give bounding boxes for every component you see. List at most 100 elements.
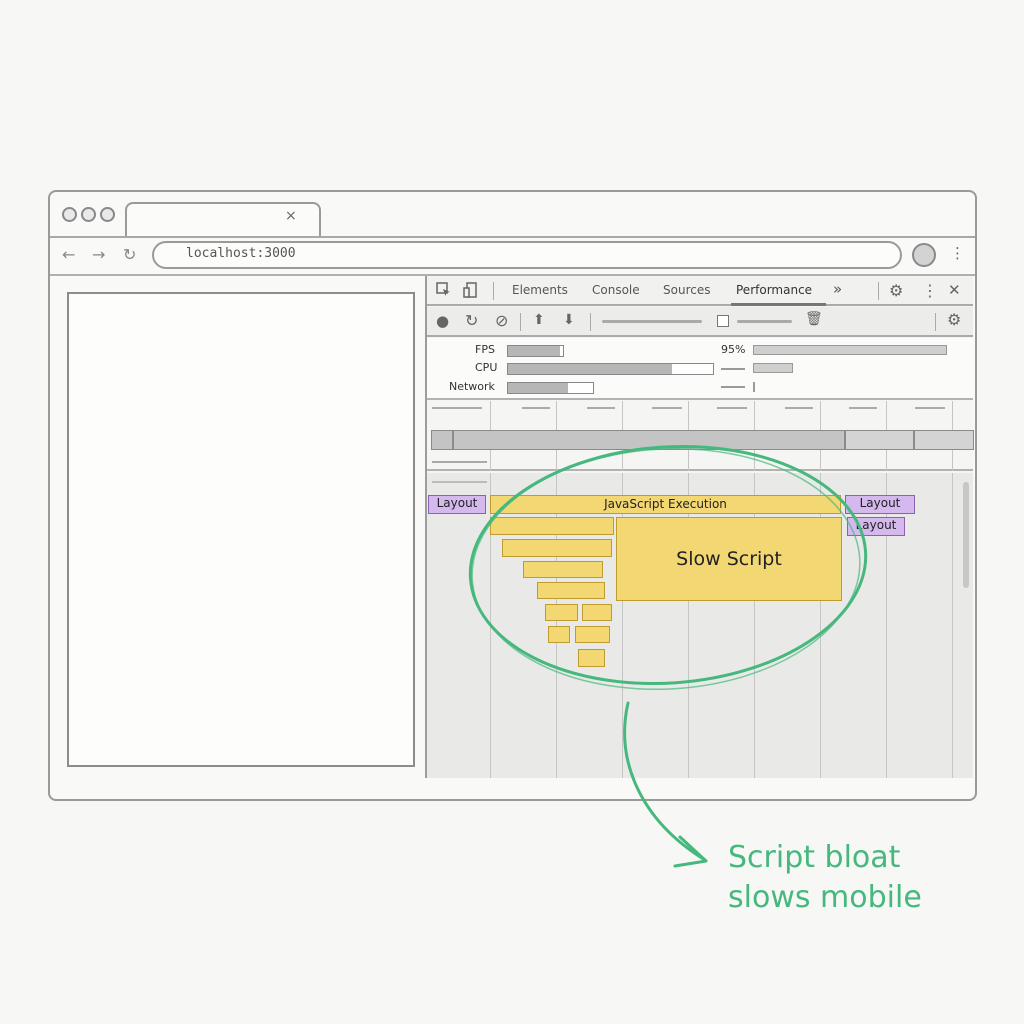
highlight-circle-stroke bbox=[471, 447, 861, 691]
devtools-tabbar: Elements Console Sources Performance » ⚙… bbox=[427, 277, 973, 306]
performance-toolbar: ● ↻ ⊘ ⬆ ⬇ 🗑 ⚙ bbox=[427, 307, 973, 337]
more-tabs-icon[interactable]: » bbox=[833, 280, 843, 298]
fps-meter bbox=[507, 345, 564, 357]
overview-activity-bar bbox=[914, 430, 974, 450]
annotation-arrowhead bbox=[673, 835, 708, 868]
tabbar-separator bbox=[493, 282, 494, 300]
network-summary-dash bbox=[721, 386, 745, 388]
flame-chart[interactable]: Layout JavaScript Execution Layout Layou… bbox=[427, 473, 973, 778]
annotation-line-1: Script bloat bbox=[728, 840, 901, 875]
script-call-block[interactable] bbox=[490, 517, 614, 535]
ruler-tick bbox=[849, 407, 877, 409]
tabstrip-divider bbox=[50, 236, 975, 238]
slow-script-label: Slow Script bbox=[676, 548, 782, 570]
trash-icon[interactable]: 🗑 bbox=[805, 311, 823, 327]
track-label-placeholder bbox=[432, 481, 487, 483]
forward-icon[interactable]: → bbox=[92, 245, 106, 264]
ruler-tick bbox=[785, 407, 813, 409]
flame-gridline bbox=[820, 473, 821, 778]
fps-label: FPS bbox=[475, 343, 495, 356]
screenshots-checkbox[interactable] bbox=[717, 315, 729, 327]
record-icon[interactable]: ● bbox=[436, 312, 450, 330]
script-call-block[interactable] bbox=[575, 626, 610, 643]
fps-summary-bar bbox=[753, 345, 947, 355]
overview-handle-left[interactable] bbox=[431, 430, 453, 450]
tab-performance[interactable]: Performance bbox=[736, 283, 813, 297]
ruler-tick bbox=[587, 407, 615, 409]
fps-percent: 95% bbox=[721, 343, 746, 356]
script-call-block[interactable] bbox=[582, 604, 612, 621]
flame-gridline bbox=[754, 473, 755, 778]
flame-gridline bbox=[622, 473, 623, 778]
flame-scrollbar[interactable] bbox=[963, 482, 969, 588]
devtools-menu-icon[interactable]: ⋮ bbox=[922, 281, 938, 300]
checkbox-label-placeholder bbox=[737, 320, 792, 323]
url-text: localhost:3000 bbox=[186, 246, 296, 261]
device-toolbar-icon[interactable] bbox=[463, 282, 479, 302]
script-call-block[interactable] bbox=[502, 539, 612, 557]
fps-meter-fill bbox=[508, 346, 561, 356]
cpu-summary-dash bbox=[721, 368, 745, 370]
ruler-tick bbox=[915, 407, 945, 409]
browser-tab[interactable] bbox=[125, 202, 321, 238]
tab-elements[interactable]: Elements bbox=[512, 283, 568, 297]
slow-script-block[interactable]: Slow Script bbox=[616, 517, 842, 601]
ruler-tick bbox=[432, 407, 457, 409]
clear-icon[interactable]: ⊘ bbox=[495, 311, 509, 330]
toolbar-separator bbox=[935, 313, 936, 331]
cpu-meter-fill bbox=[508, 364, 672, 374]
layout-event-right[interactable]: Layout bbox=[845, 495, 915, 514]
annotation-line-2: slows mobile bbox=[728, 880, 922, 915]
ruler-tick bbox=[522, 407, 550, 409]
inspect-element-icon[interactable] bbox=[436, 282, 452, 302]
toolbar-divider bbox=[50, 274, 975, 276]
layout-event-left[interactable]: Layout bbox=[428, 495, 486, 514]
network-label: Network bbox=[449, 380, 495, 393]
cpu-meter bbox=[507, 363, 714, 375]
script-call-block[interactable] bbox=[523, 561, 603, 578]
cpu-summary-bar bbox=[753, 363, 793, 373]
overview-label-placeholder bbox=[432, 461, 487, 463]
address-bar[interactable]: localhost:3000 bbox=[152, 241, 902, 269]
script-call-block[interactable] bbox=[548, 626, 570, 643]
toolbar-separator bbox=[590, 313, 591, 331]
settings-icon[interactable]: ⚙ bbox=[889, 281, 904, 300]
ruler-tick bbox=[717, 407, 747, 409]
network-summary-tick bbox=[753, 382, 755, 392]
upload-profile-icon[interactable]: ⬆ bbox=[533, 312, 545, 328]
annotation-arrow bbox=[623, 701, 707, 862]
page-viewport[interactable] bbox=[67, 292, 415, 767]
timeline-overview[interactable] bbox=[427, 401, 974, 471]
download-profile-icon[interactable]: ⬇ bbox=[563, 312, 575, 328]
js-execution-label: JavaScript Execution bbox=[604, 497, 727, 511]
script-call-block[interactable] bbox=[578, 649, 605, 667]
script-call-block[interactable] bbox=[545, 604, 578, 621]
window-close-dot[interactable] bbox=[62, 207, 77, 222]
ruler-tick bbox=[452, 407, 482, 409]
script-call-block[interactable] bbox=[537, 582, 605, 599]
flame-gridline bbox=[952, 473, 953, 778]
reload-profile-icon[interactable]: ↻ bbox=[465, 311, 479, 330]
overview-activity-bar bbox=[845, 430, 914, 450]
flame-gridline bbox=[556, 473, 557, 778]
close-devtools-icon[interactable]: ✕ bbox=[948, 281, 961, 299]
tabbar-separator bbox=[878, 282, 879, 300]
profile-select-placeholder[interactable] bbox=[602, 320, 702, 323]
window-zoom-dot[interactable] bbox=[100, 207, 115, 222]
tab-close-icon[interactable]: × bbox=[285, 208, 297, 224]
cpu-label: CPU bbox=[475, 361, 498, 374]
highlight-circle bbox=[468, 444, 868, 686]
capture-settings-icon[interactable]: ⚙ bbox=[947, 310, 962, 329]
back-icon[interactable]: ← bbox=[62, 245, 76, 264]
metrics-summary: FPS CPU Network 95% bbox=[427, 338, 973, 400]
tab-console[interactable]: Console bbox=[592, 283, 640, 297]
toolbar-separator bbox=[520, 313, 521, 331]
ruler-tick bbox=[652, 407, 682, 409]
window-minimize-dot[interactable] bbox=[81, 207, 96, 222]
reload-icon[interactable]: ↻ bbox=[123, 245, 137, 264]
js-execution-block[interactable]: JavaScript Execution bbox=[490, 495, 841, 514]
tab-sources[interactable]: Sources bbox=[663, 283, 711, 297]
profile-avatar[interactable] bbox=[912, 243, 936, 267]
browser-menu-icon[interactable]: ⋮ bbox=[950, 244, 965, 262]
